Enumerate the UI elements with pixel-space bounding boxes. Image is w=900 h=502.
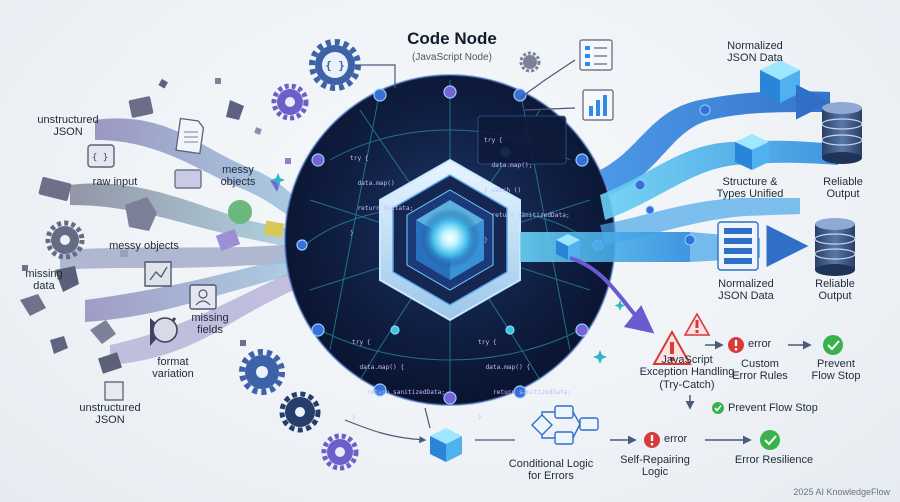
label-reliable-output: Reliable Output xyxy=(815,278,855,303)
data-fragments: { } xyxy=(20,78,323,401)
warning-icon xyxy=(652,329,692,365)
flow-nodes xyxy=(634,104,711,246)
code-snippet: try { data.map() return daitata; } xyxy=(350,154,414,237)
sparkle-icon xyxy=(271,173,626,364)
page-title: Code Node xyxy=(407,29,497,48)
code-snippet: try { data.map() { return sanitizedData;… xyxy=(478,338,572,421)
label-raw-input: raw input xyxy=(92,176,138,188)
label-conditional-logic: Conditional Logic for Errors xyxy=(508,458,594,483)
watermark: 2025 AI KnowledgeFlow xyxy=(793,487,890,497)
label-custom-error-rules: Custom Error Rules xyxy=(732,358,788,383)
check-icon xyxy=(823,335,843,355)
label-reliable-output: Reliable Output xyxy=(823,176,863,201)
label-unstructured-json: unstructured JSON xyxy=(79,402,141,427)
table-icon xyxy=(717,221,759,271)
warning-icon xyxy=(683,312,711,336)
gear-icon xyxy=(45,220,85,260)
data-cube xyxy=(556,234,580,260)
code-window xyxy=(477,115,567,165)
label-structure-types: Structure & Types Unified xyxy=(716,176,784,201)
data-cube xyxy=(760,60,800,103)
label-self-repairing: Self-Repairing Logic xyxy=(620,454,690,479)
gear-icon xyxy=(519,51,541,73)
label-js-exception: JavaScript Exception Handling (Try-Catch… xyxy=(639,354,735,391)
check-icon xyxy=(712,402,724,414)
data-cube xyxy=(735,134,769,170)
label-prevent-flow-stop: Prevent Flow Stop xyxy=(811,358,861,383)
database-icon xyxy=(814,218,856,276)
label-unstructured-json: unstructured JSON xyxy=(37,114,99,139)
bar-chart-icon xyxy=(582,89,614,121)
label-messy-objects: messy objects xyxy=(220,164,256,189)
gear-icon: { } xyxy=(309,39,361,91)
error-icon xyxy=(728,337,744,353)
code-snippet: try { data.map() { return sanitizedData;… xyxy=(352,338,446,421)
label-error: error xyxy=(664,433,688,445)
svg-text:{ }: { } xyxy=(92,153,108,163)
arrow xyxy=(569,256,655,334)
page-subtitle: (JavaScript Node) xyxy=(411,52,493,63)
label-prevent-flow-stop: Prevent Flow Stop xyxy=(728,402,818,414)
label-error: error xyxy=(748,338,772,350)
label-missing-data: missing data xyxy=(25,268,63,293)
label-normalized-json: Normalized JSON Data xyxy=(727,40,783,65)
code-snippet: try { data.map(); } catch () return sani… xyxy=(484,136,570,245)
flowchart-icon xyxy=(531,405,599,445)
label-messy-objects: messy objects xyxy=(109,240,179,252)
svg-text:{ }: { } xyxy=(325,59,345,72)
checklist-icon xyxy=(579,39,613,71)
gear-icon xyxy=(239,349,285,395)
database-icon xyxy=(821,102,863,164)
data-cube xyxy=(430,428,462,462)
label-format-variation: format variation xyxy=(152,356,194,381)
gear-icon xyxy=(321,433,359,471)
arrow xyxy=(344,419,427,444)
label-missing-fields: missing fields xyxy=(191,312,229,337)
gear-icon xyxy=(279,391,321,433)
label-normalized-json: Normalized JSON Data xyxy=(718,278,774,303)
gear-icon xyxy=(271,83,309,121)
connector-lines xyxy=(355,59,576,441)
check-icon xyxy=(760,430,780,450)
label-error-resilience: Error Resilience xyxy=(734,454,814,466)
error-icon xyxy=(644,432,660,448)
